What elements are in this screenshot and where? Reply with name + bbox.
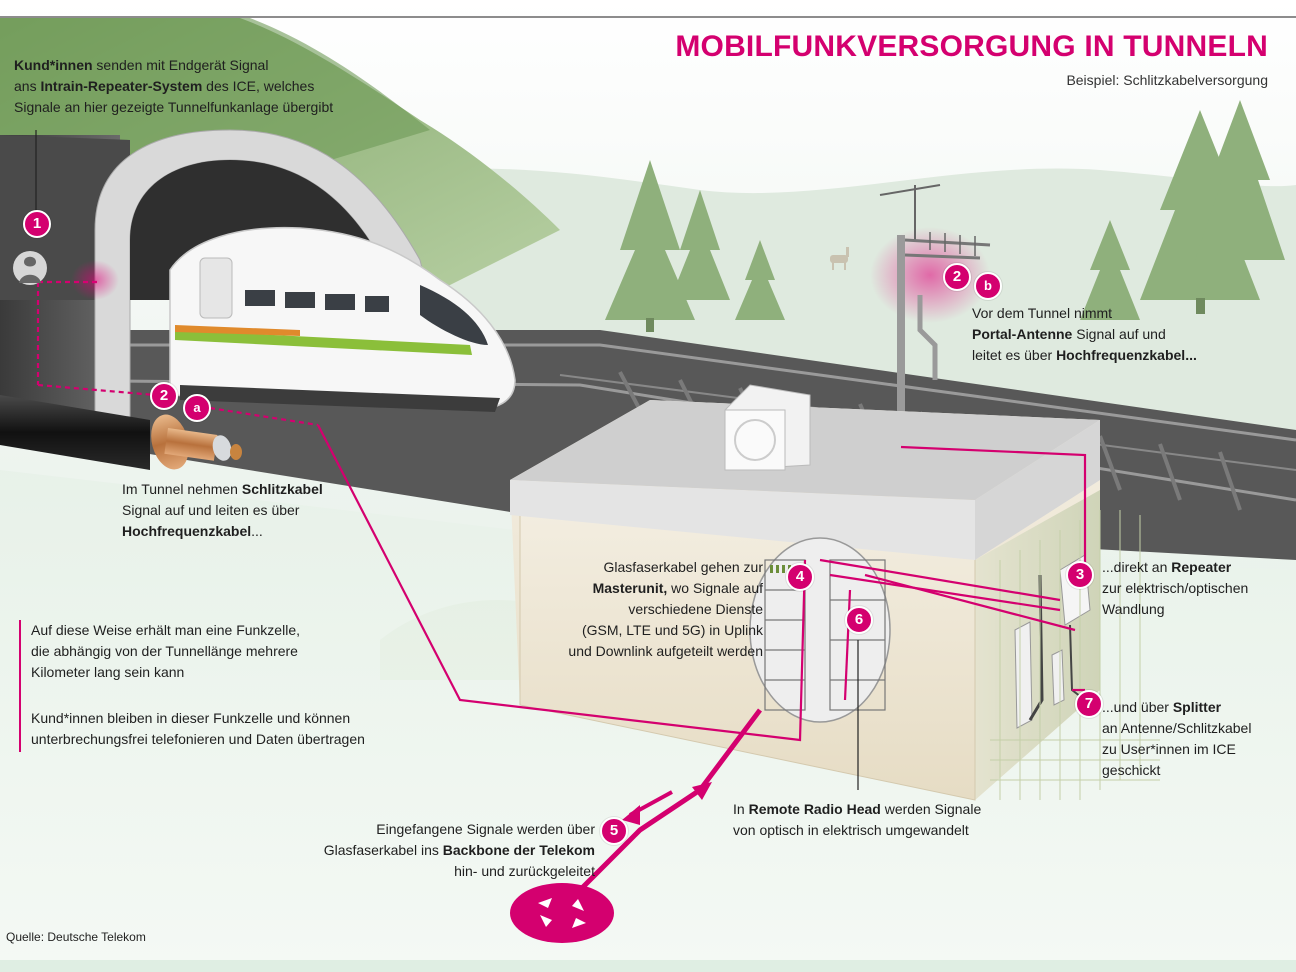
callout-4: Glasfaserkabel gehen zur Masterunit, wo …	[500, 557, 763, 662]
badge-step-2b-letter: b	[974, 272, 1002, 300]
callout-4-text-5: und Downlink aufgeteilt werden	[568, 643, 763, 659]
badge-step-2b-number: 2	[943, 263, 971, 291]
badge-step-1: 1	[23, 210, 51, 238]
callout-4-text-1: Glasfaserkabel gehen zur	[603, 559, 763, 575]
callout-1-text-1: senden mit Endgerät Signal	[92, 57, 269, 73]
callout-2a-text-3: ...	[251, 523, 263, 539]
info-line-3: Kilometer lang sein kann	[31, 664, 185, 680]
callout-1: Kund*innen senden mit Endgerät Signal an…	[14, 55, 374, 118]
callout-3-text-3: Wandlung	[1102, 601, 1165, 617]
callout-5-text-1: Eingefangene Signale werden über	[376, 821, 595, 837]
callout-1-text-2: ans	[14, 78, 41, 94]
info-paragraph-1: Auf diese Weise erhält man eine Funkzell…	[31, 620, 431, 683]
info-line-1: Auf diese Weise erhält man eine Funkzell…	[31, 622, 300, 638]
callout-2a-text-1: Im Tunnel nehmen	[122, 481, 242, 497]
badge-step-3: 3	[1066, 561, 1094, 589]
callout-5: Eingefangene Signale werden über Glasfas…	[300, 819, 595, 882]
callout-7-bold-1: Splitter	[1172, 699, 1222, 715]
callout-7-text-3: zu User*innen im ICE	[1102, 741, 1236, 757]
callout-2b-text-2: Signal auf und	[1072, 326, 1166, 342]
callout-5-text-2: Glasfaserkabel ins	[323, 842, 443, 858]
info-accent-bar	[19, 620, 21, 752]
callout-4-bold-1: Masterunit,	[592, 580, 668, 596]
callout-3-text-1: ...direkt an	[1102, 559, 1172, 575]
badge-step-2a-letter: a	[183, 394, 211, 422]
callout-1-text-4: Signale an hier gezeigte Tunnelfunkanlag…	[14, 99, 334, 115]
ice-train	[169, 226, 516, 412]
tree-group	[605, 100, 1285, 332]
callout-2b: Vor dem Tunnel nimmt Portal-Antenne Sign…	[972, 303, 1272, 366]
info-paragraph-2: Kund*innen bleiben in dieser Funkzelle u…	[31, 708, 451, 750]
info-line-4: Kund*innen bleiben in dieser Funkzelle u…	[31, 710, 351, 726]
callout-2b-text-3: leitet es über	[972, 347, 1057, 363]
callout-6-text-1: In	[733, 801, 749, 817]
badge-step-5: 5	[600, 817, 628, 845]
page-title: MOBILFUNKVERSORGUNG IN TUNNELN	[675, 30, 1268, 63]
callout-3: ...direkt an Repeater zur elektrisch/opt…	[1102, 557, 1287, 620]
callout-6-text-2: werden Signale	[880, 801, 982, 817]
info-line-5: unterbrechungsfrei telefonieren und Date…	[31, 731, 365, 747]
person-icon	[13, 251, 47, 285]
callout-6: In Remote Radio Head werden Signale von …	[733, 799, 1033, 841]
callout-4-text-3: verschiedene Dienste	[628, 601, 763, 617]
info-line-2: die abhängig von der Tunnellänge mehrere	[31, 643, 298, 659]
callout-7-text-1: ...und über	[1102, 699, 1173, 715]
portal-antenna	[870, 184, 991, 447]
page-subtitle: Beispiel: Schlitzkabelversorgung	[1066, 72, 1268, 88]
deer	[830, 247, 849, 270]
callout-2a-bold-2: Hochfrequenzkabel	[122, 523, 252, 539]
source-credit: Quelle: Deutsche Telekom	[6, 930, 146, 944]
callout-4-text-2: wo Signale auf	[667, 580, 763, 596]
callout-2b-bold-2: Hochfrequenzkabel...	[1056, 347, 1197, 363]
callout-2a-bold-1: Schlitzkabel	[241, 481, 323, 497]
callout-5-text-3: hin- und zurückgeleitet	[454, 863, 595, 879]
callout-1-text-3: des ICE, welches	[202, 78, 315, 94]
badge-step-7: 7	[1075, 690, 1103, 718]
slot-cable	[0, 395, 242, 470]
callout-7-text-2: an Antenne/Schlitzkabel	[1102, 720, 1252, 736]
callout-3-bold-1: Repeater	[1171, 559, 1232, 575]
callout-4-text-4: (GSM, LTE und 5G) in Uplink	[581, 622, 763, 638]
callout-7-text-4: geschickt	[1102, 762, 1161, 778]
callout-2b-text-1: Vor dem Tunnel nimmt	[972, 305, 1113, 321]
callout-1-bold-1: Kund*innen	[14, 57, 93, 73]
callout-2a-text-2: Signal auf und leiten es über	[122, 502, 300, 518]
badge-step-2a-number: 2	[150, 382, 178, 410]
callout-6-text-3: von optisch in elektrisch umgewandelt	[733, 822, 969, 838]
badge-step-4: 4	[786, 563, 814, 591]
callout-7: ...und über Splitter an Antenne/Schlitzk…	[1102, 697, 1287, 781]
callout-1-bold-2: Intrain-Repeater-System	[40, 78, 203, 94]
callout-6-bold-1: Remote Radio Head	[748, 801, 881, 817]
callout-2b-bold-1: Portal-Antenne	[972, 326, 1073, 342]
callout-2a: Im Tunnel nehmen Schlitzkabel Signal auf…	[122, 479, 382, 542]
badge-step-6: 6	[845, 606, 873, 634]
callout-3-text-2: zur elektrisch/optischen	[1102, 580, 1249, 596]
callout-5-bold-1: Backbone der Telekom	[442, 842, 595, 858]
backbone-cable	[510, 708, 762, 943]
